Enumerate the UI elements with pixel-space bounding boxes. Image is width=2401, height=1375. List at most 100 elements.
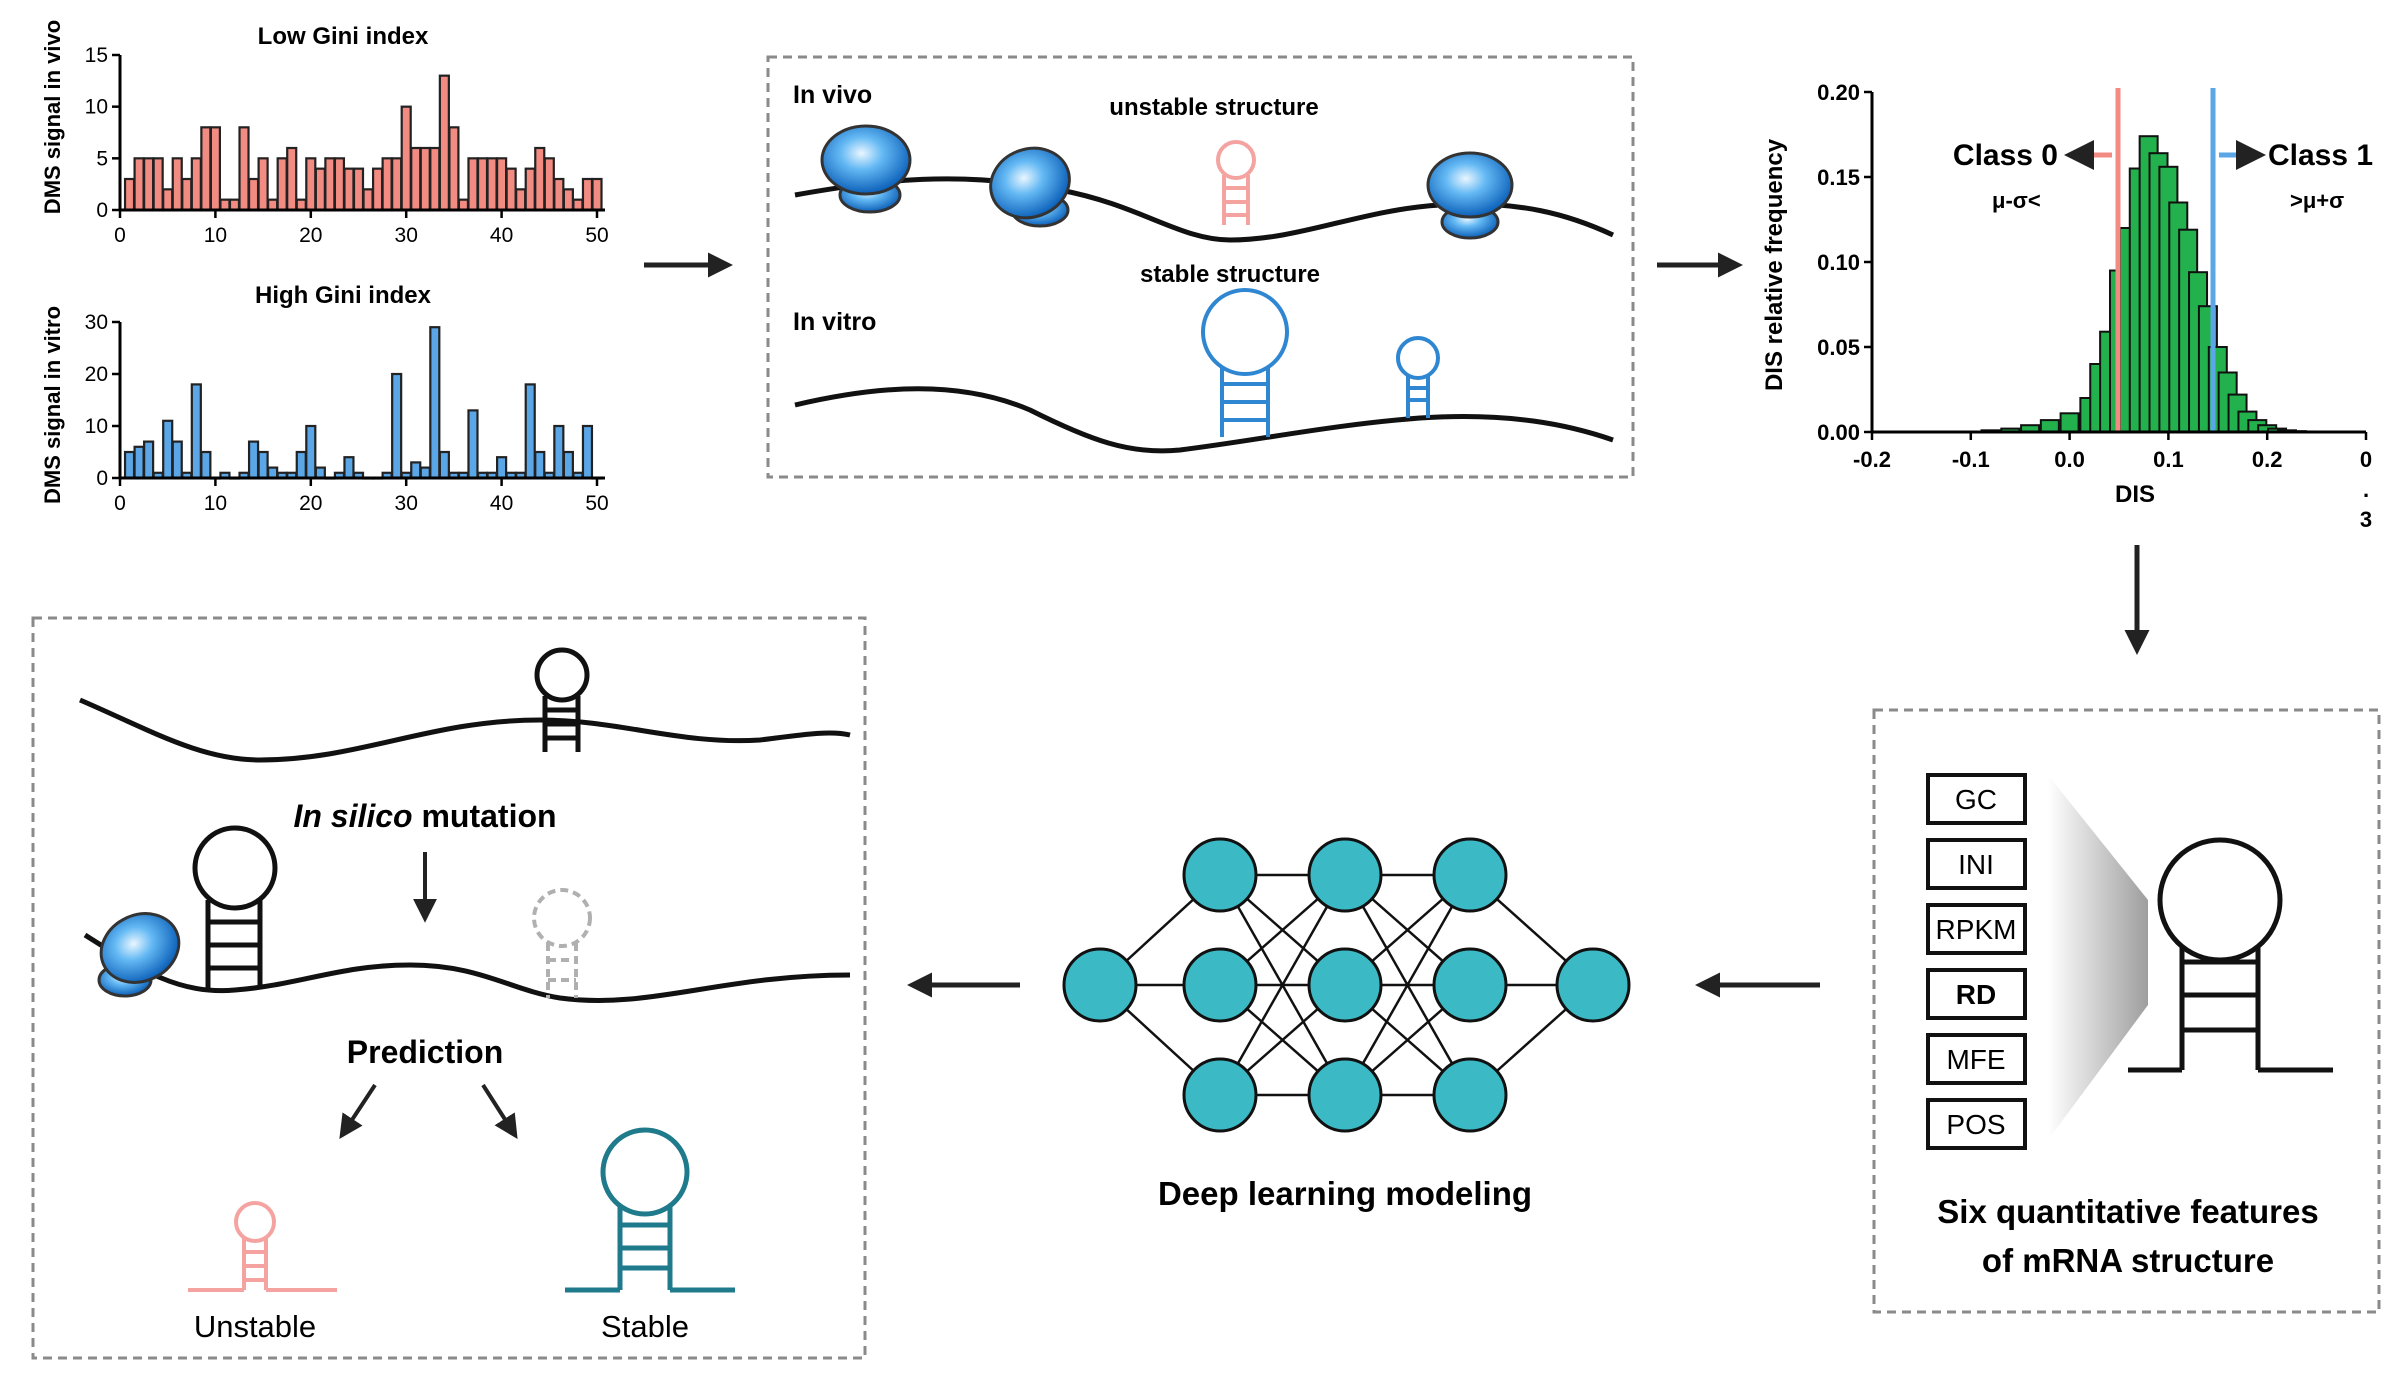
panel-a: Low Gini index DMS signal in vivo 051015… bbox=[40, 20, 609, 515]
structure-icon bbox=[2128, 837, 2333, 1073]
feature-box bbox=[1926, 1098, 2027, 1150]
top-bar bbox=[543, 157, 555, 212]
top-ytick-label: 15 bbox=[85, 44, 108, 67]
network-nodes bbox=[1062, 837, 1631, 1133]
top-bar bbox=[391, 157, 403, 212]
stable-label: Stable bbox=[601, 1309, 689, 1344]
prediction-arrow-right bbox=[481, 1083, 518, 1140]
feature-box bbox=[1926, 838, 2027, 890]
feature-item-ini: INI bbox=[1926, 838, 2027, 890]
top-bar bbox=[581, 177, 594, 212]
top-xtick-label: 10 bbox=[204, 224, 227, 247]
top-bar bbox=[305, 157, 317, 212]
top-bar bbox=[486, 157, 498, 212]
top-bar bbox=[295, 198, 307, 212]
network-node bbox=[1182, 1057, 1258, 1133]
top-bar bbox=[143, 157, 155, 212]
top-bar bbox=[181, 177, 193, 212]
top-bar bbox=[162, 188, 174, 212]
feature-label: POS bbox=[1946, 1109, 2005, 1140]
hist-ytick-label: 0.00 bbox=[1817, 420, 1860, 445]
bottom-ytick-label: 30 bbox=[85, 311, 108, 334]
stable-structure-label: stable structure bbox=[1140, 261, 1320, 288]
top-bar bbox=[448, 126, 460, 212]
top-bar bbox=[496, 157, 508, 212]
hist-xtick-label: -0.2 bbox=[1853, 447, 1891, 472]
chart-bottom: High Gini index DMS signal in vitro 0102… bbox=[40, 282, 609, 515]
mutation-text: mutation bbox=[413, 798, 557, 834]
bottom-bar bbox=[143, 440, 155, 480]
feature-item-mfe: MFE bbox=[1926, 1033, 2027, 1085]
hist-ytick-label: 0.05 bbox=[1817, 335, 1860, 360]
class1-sub: >μ+σ bbox=[2290, 188, 2344, 213]
mutated-stem-loop bbox=[532, 888, 592, 998]
hist-ytick-label: 0.10 bbox=[1817, 250, 1860, 275]
blue-stem-loop-small bbox=[1396, 336, 1440, 418]
bottom-bar bbox=[534, 450, 546, 480]
top-bar bbox=[534, 146, 546, 212]
feature-item-rd: RD bbox=[1926, 968, 2027, 1020]
top-xtick-label: 40 bbox=[490, 224, 513, 247]
bottom-bar bbox=[314, 466, 326, 480]
top-bar bbox=[314, 167, 326, 212]
top-ytick-label: 0 bbox=[96, 199, 108, 222]
feature-item-pos: POS bbox=[1926, 1098, 2027, 1150]
unstable-structure-label: unstable structure bbox=[1109, 94, 1318, 121]
bottom-bar bbox=[133, 445, 145, 480]
in-silico-italic: In silico bbox=[293, 798, 412, 834]
bottom-xtick-label: 20 bbox=[299, 492, 322, 515]
top-bar bbox=[200, 126, 212, 212]
top-bar bbox=[515, 188, 527, 212]
top-bar bbox=[505, 167, 517, 212]
top-bar bbox=[343, 167, 355, 212]
bottom-ytick-label: 0 bbox=[96, 467, 108, 490]
feature-label: RPKM bbox=[1936, 914, 2017, 945]
top-bar bbox=[152, 157, 164, 212]
hist-bar bbox=[2059, 412, 2080, 433]
top-ytick-label: 10 bbox=[85, 96, 108, 119]
top-xtick-label: 20 bbox=[299, 224, 322, 247]
top-bar bbox=[209, 126, 221, 212]
top-bar bbox=[457, 198, 470, 212]
top-bar bbox=[410, 146, 422, 212]
top-ytick-label: 5 bbox=[96, 147, 108, 170]
feature-label: INI bbox=[1958, 849, 1994, 880]
bottom-bar bbox=[410, 461, 422, 480]
hist-xlabel: DIS bbox=[2115, 481, 2155, 508]
hist-xtick-label: 0.2 bbox=[2252, 447, 2283, 472]
bottom-mrna bbox=[83, 932, 851, 1003]
top-bar bbox=[171, 157, 183, 212]
bottom-bar bbox=[247, 440, 260, 480]
top-xtick-label: 0 bbox=[114, 224, 126, 247]
bottom-bar bbox=[419, 466, 431, 480]
chart-bottom-bars bbox=[123, 326, 603, 480]
bottom-bar bbox=[190, 383, 202, 480]
bottom-xtick-label: 40 bbox=[490, 492, 513, 515]
hist-xtick-label: 0 bbox=[2360, 447, 2372, 472]
top-bar bbox=[553, 177, 565, 212]
in-silico-mutation-label: In silico mutation bbox=[293, 798, 556, 834]
hist-ytick-label: 0.15 bbox=[1817, 165, 1860, 190]
bottom-xtick-label: 50 bbox=[585, 492, 608, 515]
chart-bottom-title: High Gini index bbox=[255, 282, 432, 309]
top-bar bbox=[381, 157, 393, 212]
prediction-arrow-left bbox=[339, 1083, 377, 1140]
unstable-stem-loop bbox=[188, 1201, 337, 1292]
top-bar bbox=[429, 146, 441, 212]
bottom-stem-loop bbox=[192, 825, 278, 988]
bottom-bar bbox=[562, 450, 574, 480]
top-stem-loop bbox=[534, 647, 590, 752]
bottom-bar bbox=[257, 450, 269, 480]
deep-learning-caption: Deep learning modeling bbox=[1158, 1175, 1532, 1212]
bottom-ytick-label: 10 bbox=[85, 415, 108, 438]
panel-d-frame bbox=[1872, 708, 2381, 1314]
top-bar bbox=[371, 167, 384, 212]
panel-b: In vivo unstable structure stable struct… bbox=[766, 55, 1635, 479]
feature-box bbox=[1926, 773, 2027, 825]
panel-c: DIS relative frequency 0.000.050.100.150… bbox=[1761, 80, 2373, 532]
top-xtick-label: 50 bbox=[585, 224, 608, 247]
unstable-label: Unstable bbox=[194, 1309, 316, 1344]
top-bar bbox=[267, 198, 279, 212]
